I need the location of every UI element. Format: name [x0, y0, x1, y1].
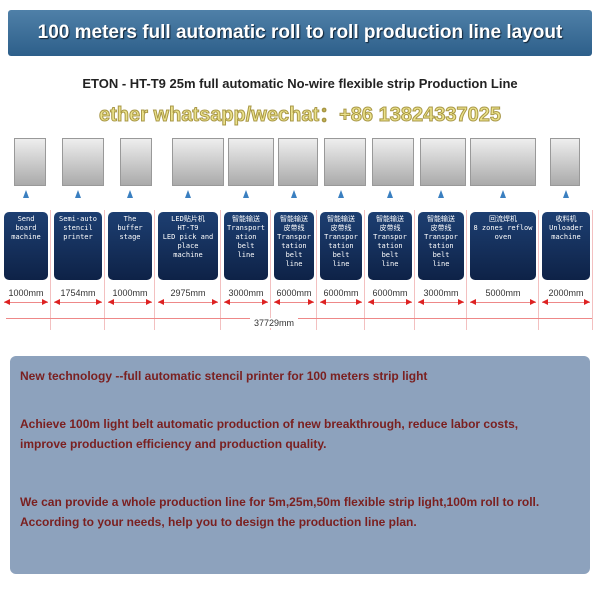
arrow-up-icon — [243, 190, 249, 198]
machine-image — [550, 138, 580, 186]
station-length: 1000mm — [112, 288, 148, 298]
divider — [364, 210, 365, 330]
arrow-up-icon — [563, 190, 569, 198]
dimension-arrow — [158, 299, 218, 305]
info-panel — [10, 356, 590, 574]
machine-image — [62, 138, 104, 186]
divider — [316, 210, 317, 330]
page-title: 100 meters full automatic roll to roll p… — [8, 10, 592, 56]
arrow-up-icon — [127, 190, 133, 198]
station-length: 6000mm — [276, 288, 312, 298]
divider — [592, 210, 593, 330]
station-box: 回流焊机 8 zones reflow oven — [470, 212, 536, 280]
panel-paragraph-1: Achieve 100m light belt automatic produc… — [20, 417, 519, 451]
station-box: LED贴片机 HT-T9 LED pick and place machine — [158, 212, 218, 280]
station-length: 1000mm — [8, 288, 44, 298]
machine-image — [470, 138, 536, 186]
arrow-up-icon — [185, 190, 191, 198]
arrow-up-icon — [338, 190, 344, 198]
arrow-up-icon — [500, 190, 506, 198]
dimension-arrow — [54, 299, 102, 305]
divider — [270, 210, 271, 330]
station-length: 2975mm — [170, 288, 206, 298]
divider — [154, 210, 155, 330]
dimension-arrow — [320, 299, 362, 305]
dimension-arrow — [224, 299, 268, 305]
station-length: 3000mm — [228, 288, 264, 298]
divider — [50, 210, 51, 330]
station-length: 1754mm — [60, 288, 96, 298]
arrow-up-icon — [75, 190, 81, 198]
dimension-arrow — [274, 299, 314, 305]
station-length: 5000mm — [485, 288, 521, 298]
dimension-arrow — [4, 299, 48, 305]
divider — [538, 210, 539, 330]
dimension-arrow — [368, 299, 412, 305]
station-box: 智能输送 Transport ation belt line — [224, 212, 268, 280]
divider — [414, 210, 415, 330]
station-box: 智能输送 皮带线 Transpor tation belt line — [418, 212, 464, 280]
divider — [220, 210, 221, 330]
arrow-up-icon — [387, 190, 393, 198]
station-box: 智能输送 皮带线 Transpor tation belt line — [274, 212, 314, 280]
panel-headline: New technology --full automatic stencil … — [20, 369, 428, 383]
dimension-arrow — [470, 299, 536, 305]
station-box: 收料机 Unloader machine — [542, 212, 590, 280]
station-box: Send board machine — [4, 212, 48, 280]
arrow-up-icon — [291, 190, 297, 198]
machine-image — [172, 138, 224, 186]
total-dimension-line — [6, 318, 592, 319]
machine-image — [120, 138, 152, 186]
dimension-arrow — [418, 299, 464, 305]
machine-image — [324, 138, 366, 186]
station-length: 6000mm — [323, 288, 359, 298]
station-box: 智能输送 皮带线 Transpor tation belt line — [368, 212, 412, 280]
arrow-up-icon — [23, 190, 29, 198]
watermark: ether whatsapp/wechat：+86 13824337025 — [99, 104, 502, 127]
dimension-arrow — [108, 299, 152, 305]
subtitle: ETON - HT-T9 25m full automatic No-wire … — [82, 76, 518, 91]
machine-image — [14, 138, 46, 186]
station-box: The buffer stage — [108, 212, 152, 280]
machine-image — [228, 138, 274, 186]
station-length: 2000mm — [548, 288, 584, 298]
arrow-up-icon — [438, 190, 444, 198]
station-box: Semi-auto stencil printer — [54, 212, 102, 280]
station-box: 智能输送 皮带线 Transpor tation belt line — [320, 212, 362, 280]
machine-image — [420, 138, 466, 186]
panel-paragraph-2: We can provide a whole production line f… — [20, 495, 540, 529]
machine-image — [372, 138, 414, 186]
divider — [466, 210, 467, 330]
station-length: 6000mm — [372, 288, 408, 298]
machine-image — [278, 138, 318, 186]
total-length: 37729mm — [250, 318, 299, 328]
dimension-arrow — [542, 299, 590, 305]
divider — [104, 210, 105, 330]
station-length: 3000mm — [423, 288, 459, 298]
